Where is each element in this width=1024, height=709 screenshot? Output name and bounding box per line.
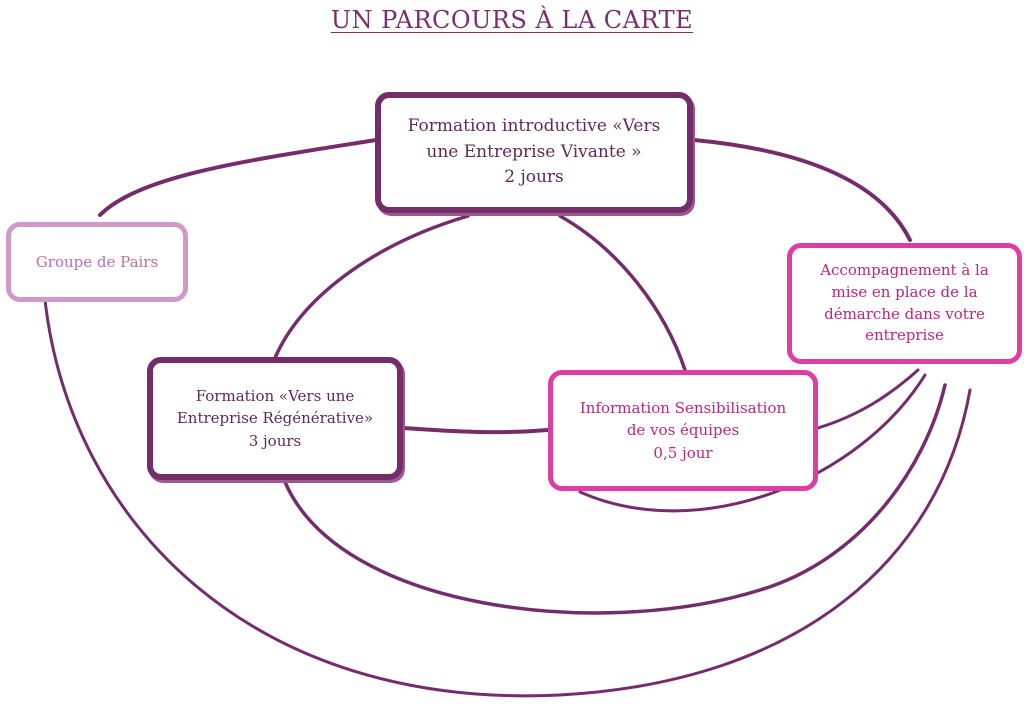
box-intro-line-1: Formation introductive «Vers bbox=[407, 116, 661, 137]
box-info-line-2: de vos équipes bbox=[626, 421, 740, 440]
box-accomp-line-1: Accompagnement à la bbox=[820, 261, 989, 279]
box-formation-introductive: Formation introductive «Vers une Entrepr… bbox=[375, 92, 693, 213]
diagram-title: UN PARCOURS À LA CARTE bbox=[330, 6, 694, 34]
box-formation-regenerative: Formation «Vers une Entreprise Régénérat… bbox=[147, 357, 403, 480]
box-intro-line-2: une Entreprise Vivante » bbox=[426, 141, 642, 162]
box-accomp-line-3: démarche dans votre bbox=[824, 304, 985, 323]
box-pairs-line-1: Groupe de Pairs bbox=[35, 252, 159, 271]
connector-intro-to-regen bbox=[273, 214, 470, 360]
box-info-line-3: 0,5 jour bbox=[653, 443, 713, 462]
connector-intro-to-pairs bbox=[98, 138, 378, 217]
connector-info-to-accompagnement bbox=[816, 368, 920, 430]
box-accomp-line-4: entreprise bbox=[865, 326, 944, 345]
connector-regen-to-info bbox=[401, 426, 550, 435]
box-regen-line-3: 3 jours bbox=[248, 431, 302, 450]
connector-regen-loop bbox=[283, 383, 947, 615]
connector-intro-to-info bbox=[558, 214, 687, 372]
box-regen-line-1: Formation «Vers une bbox=[195, 386, 355, 405]
box-regen-line-2: Entreprise Régénérative» bbox=[176, 409, 374, 428]
box-info-line-1: Information Sensibilisation bbox=[579, 398, 787, 417]
connector-intro-to-accompagnement bbox=[692, 138, 912, 242]
box-groupe-de-pairs: Groupe de Pairs bbox=[6, 222, 188, 302]
box-intro-line-3: 2 jours bbox=[504, 167, 564, 188]
box-information-sensibilisation: Information Sensibilisation de vos équip… bbox=[548, 370, 818, 491]
box-accompagnement: Accompagnement à la mise en place de la … bbox=[787, 243, 1022, 364]
box-accomp-line-2: mise en place de la bbox=[831, 282, 978, 301]
connector-pairs-loop bbox=[43, 298, 972, 698]
connector-info-loop bbox=[578, 373, 927, 513]
